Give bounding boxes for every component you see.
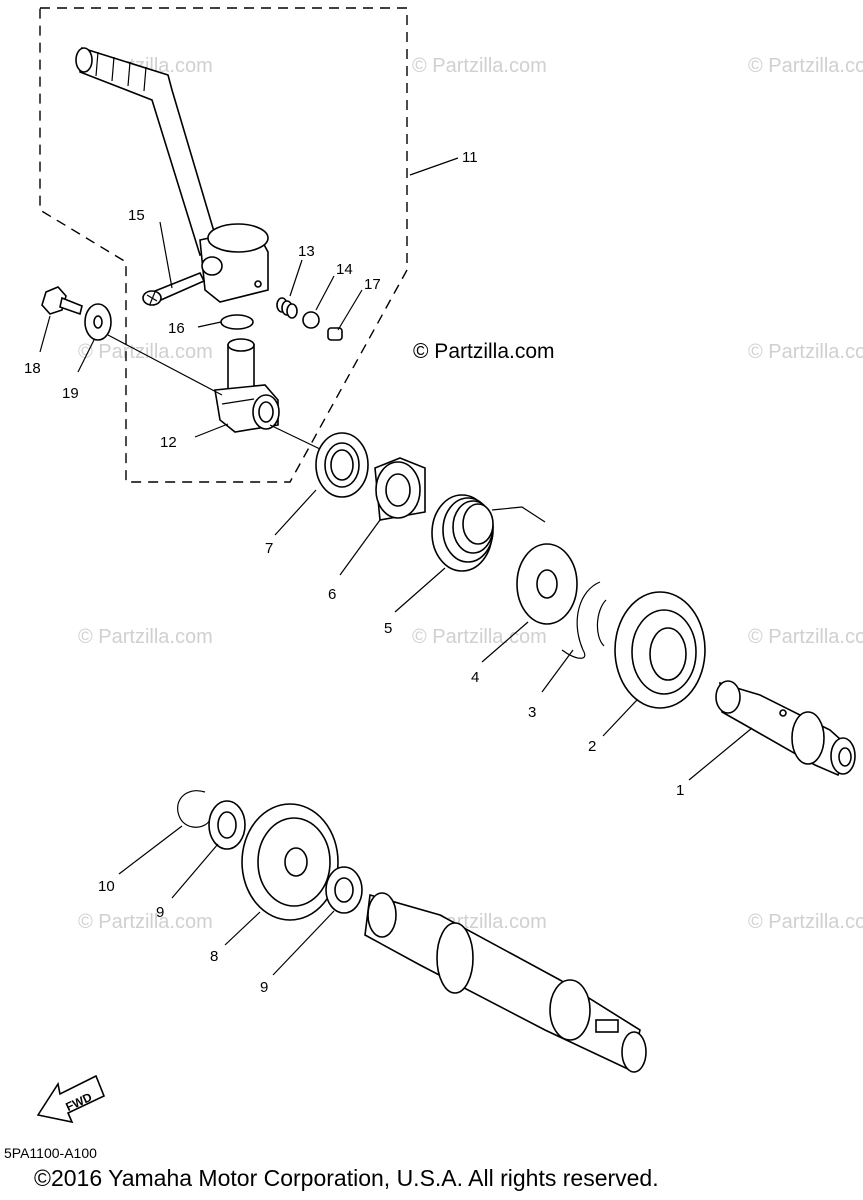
bolt-18	[41, 286, 83, 316]
watermark: © Partzilla.com	[412, 55, 547, 77]
watermark: © Partzilla.com	[78, 341, 213, 363]
leader	[269, 424, 323, 451]
callout-18: 18	[24, 360, 41, 377]
callout-2: 2	[588, 738, 596, 755]
idle-gear-8	[241, 803, 339, 921]
callout-14: 14	[336, 261, 353, 278]
watermark: © Partzilla.com	[748, 626, 863, 648]
watermark: © Partzilla.com	[748, 341, 863, 363]
callout-5: 5	[384, 620, 392, 637]
callout-3: 3	[528, 704, 536, 721]
callout-8: 8	[210, 948, 218, 965]
oil-seal-7	[315, 432, 369, 498]
callouts: 11 15 13 14 17 16 18 19 12 7 6 5 4 3 2 1…	[24, 149, 684, 996]
callout-9-lower: 9	[260, 979, 268, 996]
washer-9-lower	[325, 866, 363, 914]
pin-17	[327, 327, 343, 341]
kick-boss-12	[214, 338, 280, 433]
callout-13: 13	[298, 243, 315, 260]
bolt-15	[142, 271, 206, 306]
kick-axle-1	[715, 680, 856, 777]
callout-15: 15	[128, 207, 145, 224]
washer-4	[516, 543, 578, 625]
washer-19	[84, 303, 112, 341]
watermark: © Partzilla.com	[412, 626, 547, 648]
fwd-arrow-icon: FWD	[36, 1074, 106, 1124]
watermark: © Partzilla.com	[748, 911, 863, 933]
kick-crank-lever	[75, 46, 269, 303]
watermark: © Partzilla.com	[78, 911, 213, 933]
copyright-notice: ©2016 Yamaha Motor Corporation, U.S.A. A…	[34, 1165, 659, 1191]
watermark: © Partzilla.com	[748, 55, 863, 77]
callout-7: 7	[265, 540, 273, 557]
callout-9-upper: 9	[156, 904, 164, 921]
collar-6	[374, 457, 426, 521]
ball-14	[302, 311, 320, 329]
callout-17: 17	[364, 276, 381, 293]
spring-13	[276, 297, 298, 319]
callout-4: 4	[471, 669, 479, 686]
ratchet-gear-2	[614, 591, 706, 709]
circlip-3	[561, 581, 607, 659]
kick-crank-assembly-outline	[39, 7, 408, 483]
main-watermark: © Partzilla.com	[413, 340, 555, 363]
callout-16: 16	[168, 320, 185, 337]
leader-lines	[39, 157, 753, 976]
callout-10: 10	[98, 878, 115, 895]
leader	[107, 334, 223, 396]
torsion-spring-5	[431, 494, 546, 572]
washer-9-upper	[208, 800, 246, 850]
circlip-10	[177, 790, 211, 828]
callout-19: 19	[62, 385, 79, 402]
watermark: © Partzilla.com	[78, 626, 213, 648]
diagram-code: 5PA1100-A100	[4, 1145, 97, 1161]
watermarks: © Partzilla.com © Partzilla.com © Partzi…	[78, 55, 863, 933]
callout-1: 1	[676, 782, 684, 799]
main-shaft	[364, 892, 647, 1073]
callout-12: 12	[160, 434, 177, 451]
o-ring-16	[220, 314, 254, 330]
callout-6: 6	[328, 586, 336, 603]
callout-11: 11	[462, 149, 478, 166]
